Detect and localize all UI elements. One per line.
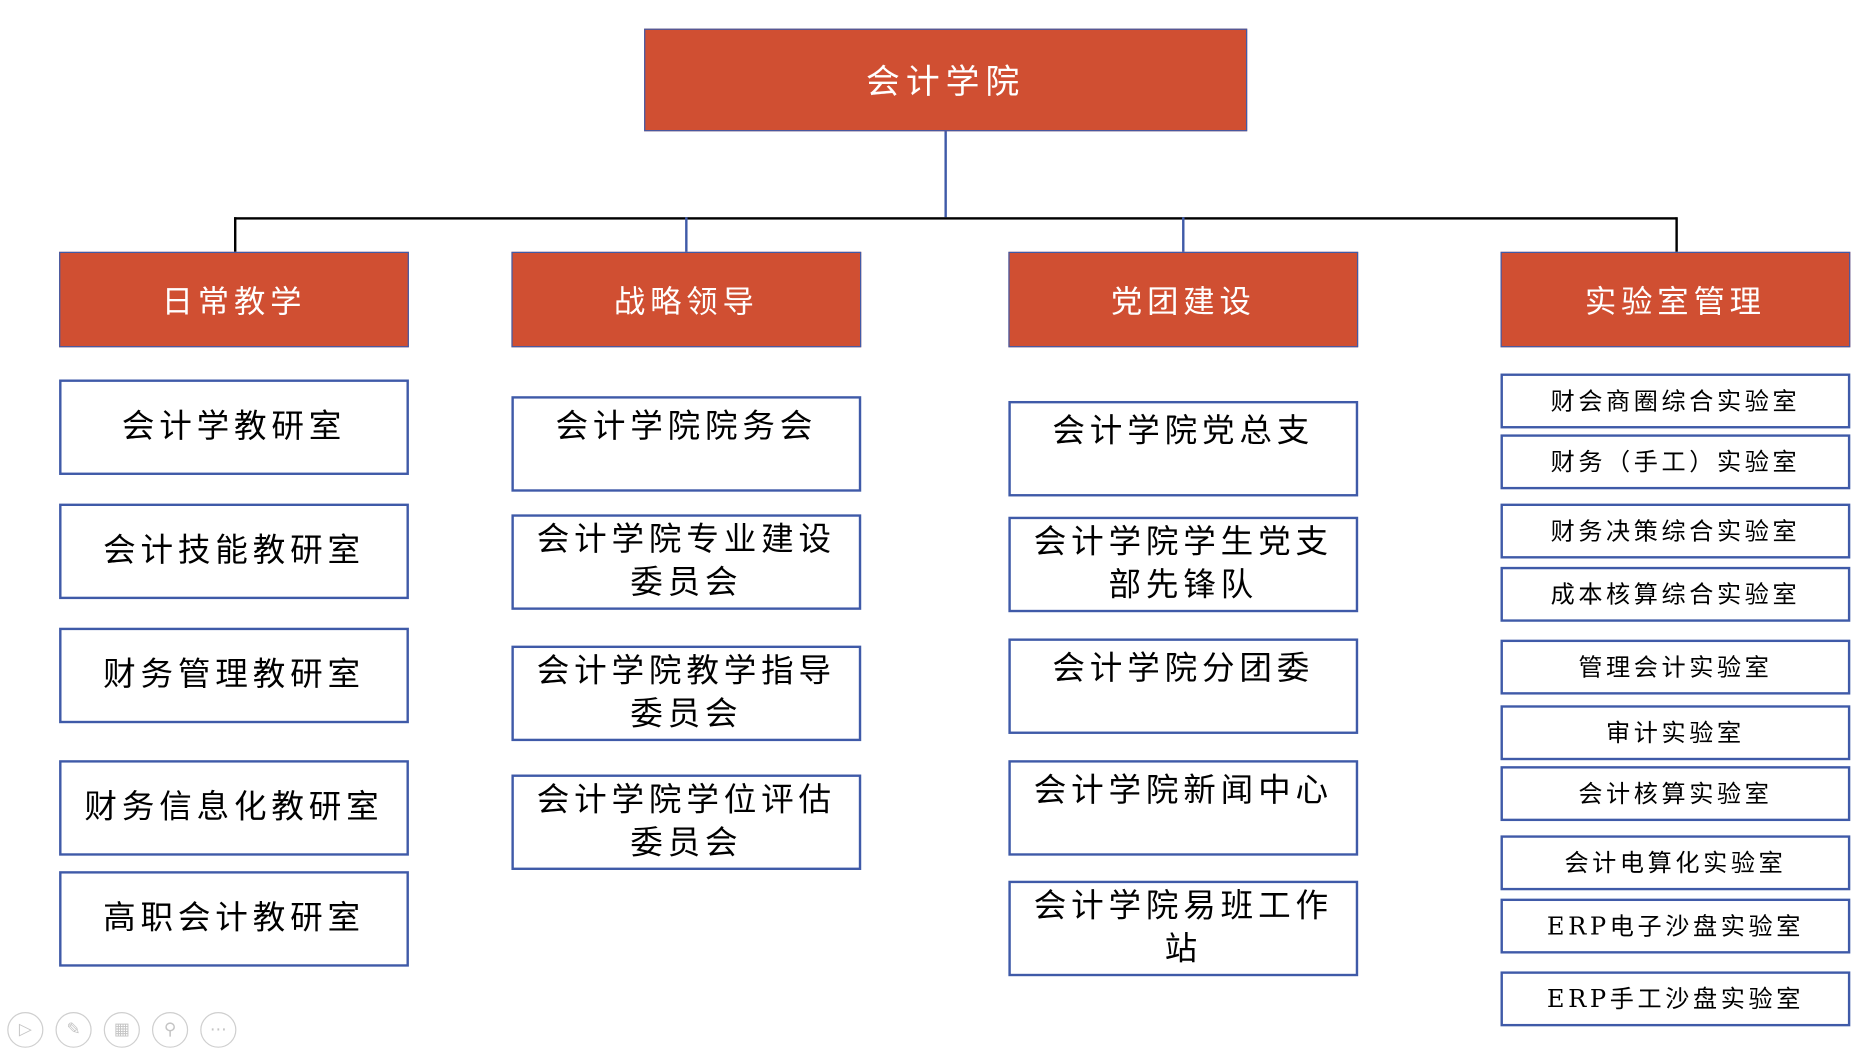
lab-item: 财务决策综合实验室 — [1500, 503, 1851, 559]
teaching-item: 高职会计教研室 — [59, 871, 409, 967]
lab-item: 成本核算综合实验室 — [1500, 566, 1851, 622]
column-header-party: 党团建设 — [1008, 251, 1359, 348]
connector-col4 — [1675, 217, 1678, 252]
connector-col2 — [685, 217, 687, 252]
column-header-strategy: 战略领导 — [511, 251, 862, 348]
party-item: 会计学院易班工作站 — [1008, 880, 1359, 977]
teaching-item: 财务管理教研室 — [59, 627, 409, 724]
strategy-item: 会计学院学位评估委员会 — [511, 774, 862, 870]
lab-item: ERP电子沙盘实验室 — [1500, 898, 1851, 954]
strategy-item: 会计学院教学指导委员会 — [511, 645, 862, 742]
connector-root-down — [944, 130, 947, 218]
lab-item: 会计核算实验室 — [1500, 766, 1851, 822]
lab-item: 审计实验室 — [1500, 705, 1851, 761]
party-item: 会计学院新闻中心 — [1008, 760, 1359, 856]
party-item: 会计学院分团委 — [1008, 638, 1359, 734]
lab-item: 财务（手工）实验室 — [1500, 434, 1851, 490]
lab-item: 管理会计实验室 — [1500, 639, 1851, 695]
slides-icon[interactable]: ▦ — [103, 1012, 140, 1048]
root-node: 会计学院 — [644, 28, 1248, 132]
teaching-item: 财务信息化教研室 — [59, 760, 409, 856]
lab-item: ERP手工沙盘实验室 — [1500, 971, 1851, 1027]
play-icon[interactable]: ▷ — [7, 1012, 44, 1048]
more-icon[interactable]: ⋯ — [200, 1012, 237, 1048]
column-header-teaching: 日常教学 — [59, 251, 409, 348]
party-item: 会计学院党总支 — [1008, 400, 1359, 497]
strategy-item: 会计学院专业建设委员会 — [511, 514, 862, 610]
lab-item: 会计电算化实验室 — [1500, 835, 1851, 891]
teaching-item: 会计学教研室 — [59, 379, 409, 475]
connector-col1 — [234, 217, 236, 252]
lab-item: 财会商圈综合实验室 — [1500, 373, 1851, 429]
column-header-lab: 实验室管理 — [1500, 251, 1851, 348]
strategy-item: 会计学院院务会 — [511, 396, 862, 492]
zoom-icon[interactable]: ⚲ — [151, 1012, 189, 1048]
teaching-item: 会计技能教研室 — [59, 503, 409, 600]
pen-icon[interactable]: ✎ — [55, 1012, 92, 1048]
connector-horizontal — [234, 217, 1677, 219]
party-item: 会计学院学生党支部先锋队 — [1008, 516, 1359, 613]
connector-col3 — [1182, 217, 1184, 252]
